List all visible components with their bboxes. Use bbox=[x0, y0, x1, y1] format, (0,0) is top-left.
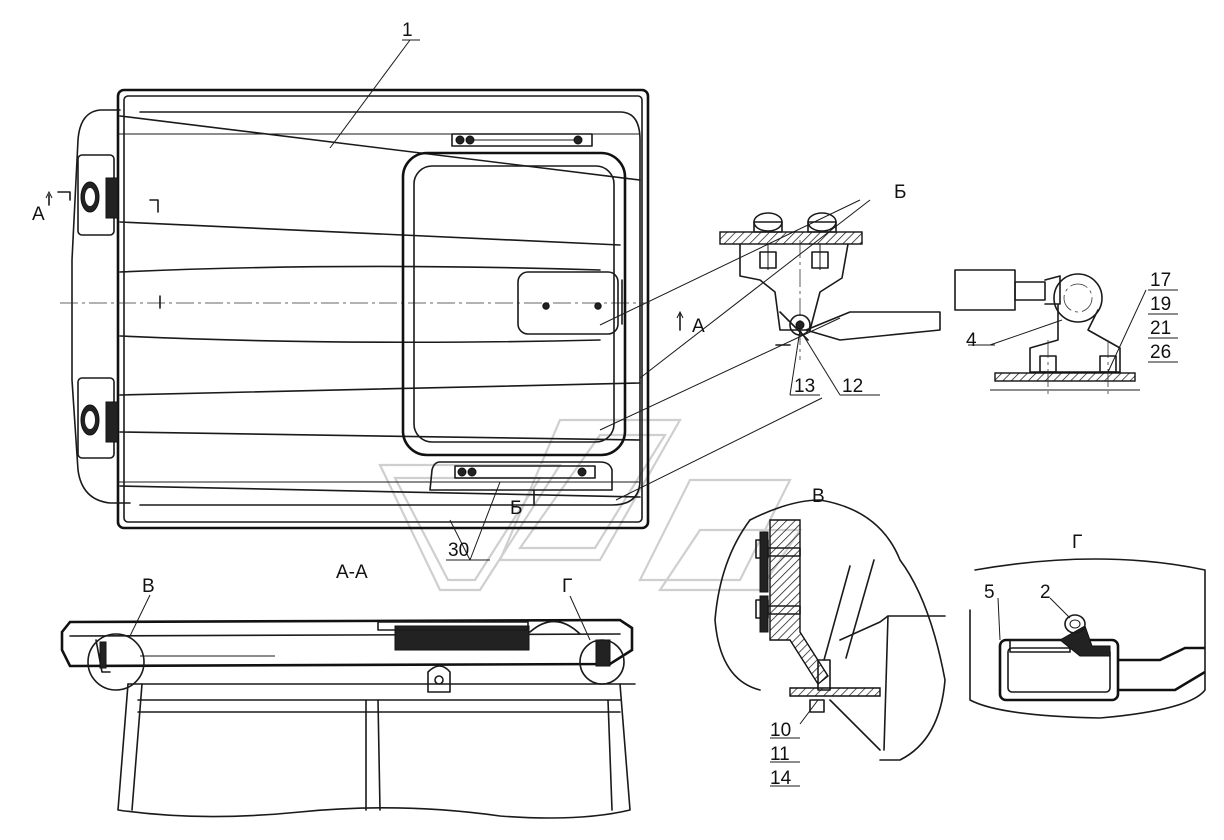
label-part-1: 1 bbox=[402, 20, 413, 41]
label-view-v-detail: В bbox=[812, 486, 825, 507]
label-part-17: 17 bbox=[1150, 270, 1171, 291]
label-part-12: 12 bbox=[842, 376, 863, 397]
detail-b-hinge-assembly bbox=[719, 212, 941, 396]
label-part-26: 26 bbox=[1150, 342, 1171, 363]
detail-v-seal-section bbox=[714, 499, 946, 787]
label-view-b-bottom: Б bbox=[510, 498, 522, 519]
label-section-a-right: А bbox=[692, 316, 705, 337]
label-view-g-main: Г bbox=[562, 576, 572, 597]
label-view-v-main: В bbox=[142, 576, 155, 597]
label-section-a-left: А bbox=[32, 204, 45, 225]
label-part-19: 19 bbox=[1150, 294, 1171, 315]
label-part-30: 30 bbox=[448, 540, 469, 561]
label-part-21: 21 bbox=[1150, 318, 1171, 339]
label-part-13: 13 bbox=[794, 376, 815, 397]
label-view-b-top: Б bbox=[894, 182, 906, 203]
latch-bottom-left bbox=[77, 377, 119, 459]
label-part-10: 10 bbox=[770, 720, 791, 741]
label-part-11: 11 bbox=[770, 744, 790, 765]
label-part-2: 2 bbox=[1040, 582, 1051, 603]
label-section-aa: А-А bbox=[336, 562, 368, 583]
roof-plan-view bbox=[45, 39, 871, 561]
hinge-bottom bbox=[429, 461, 613, 491]
label-part-5: 5 bbox=[984, 582, 995, 603]
label-view-g-detail: Г bbox=[1072, 532, 1082, 553]
detail-g-edge-section bbox=[969, 558, 1206, 719]
hinge-top bbox=[451, 133, 593, 147]
label-part-4: 4 bbox=[966, 330, 977, 351]
hinge-part-4-detail bbox=[954, 269, 1178, 395]
label-part-14: 14 bbox=[770, 768, 792, 789]
section-a-a-view bbox=[60, 594, 636, 819]
latch-top-left bbox=[77, 154, 119, 236]
